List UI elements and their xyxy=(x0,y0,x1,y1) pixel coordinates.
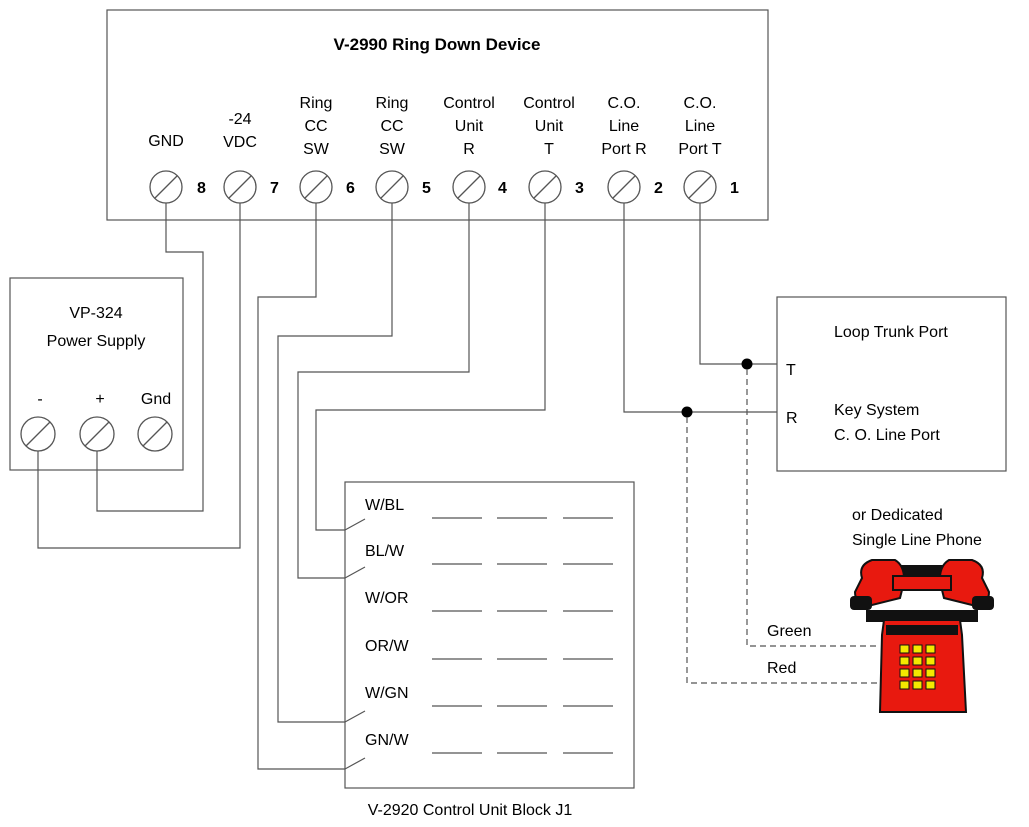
terminal-3-screw xyxy=(528,170,562,204)
red-wire-label: Red xyxy=(767,660,796,677)
terminal-5-screw xyxy=(375,170,409,204)
wire-co-port-t-to-t xyxy=(699,203,777,365)
svg-text:OR/W: OR/W xyxy=(365,638,409,655)
control-block-row-gn-w: GN/W xyxy=(365,732,613,754)
wire-ring-cc-sw-5-to-w-gn xyxy=(277,203,393,723)
wire-control-r-to-bl-w xyxy=(297,203,470,579)
svg-text:CC: CC xyxy=(304,118,327,135)
power-supply-gnd-screw xyxy=(137,416,173,452)
svg-text:SW: SW xyxy=(379,141,406,158)
terminal-4-screw xyxy=(452,170,486,204)
power-supply-title-line1: VP-324 xyxy=(69,305,122,322)
svg-text:R: R xyxy=(463,141,475,158)
wire-tick-bl-w xyxy=(344,566,366,579)
svg-text:C.O.: C.O. xyxy=(608,95,641,112)
wire-tick-gn-w xyxy=(344,757,366,770)
terminal-5-number: 5 xyxy=(422,180,431,197)
device-title: V-2990 Ring Down Device xyxy=(334,35,541,54)
wire-co-port-r-to-r xyxy=(623,203,777,413)
control-block-row-w-gn: W/GN xyxy=(365,685,613,707)
dashed-wire-green xyxy=(746,369,878,647)
terminal-8-screw xyxy=(149,170,183,204)
dashed-wire-red xyxy=(686,417,878,684)
svg-text:W/BL: W/BL xyxy=(365,497,404,514)
wire-control-t-to-w-bl xyxy=(315,203,546,531)
junction-dot-r xyxy=(681,406,693,418)
terminal-7-screw xyxy=(223,170,257,204)
phone-label-line2: Single Line Phone xyxy=(852,532,982,549)
terminal-4-label: Control Unit R xyxy=(443,95,495,158)
terminal-3-label: Control Unit T xyxy=(523,95,575,158)
svg-text:CC: CC xyxy=(380,118,403,135)
power-supply-minus-screw xyxy=(20,416,56,452)
svg-text:Control: Control xyxy=(523,95,575,112)
terminal-8-number: 8 xyxy=(197,180,206,197)
wire-24vdc-to-ps-minus xyxy=(37,203,241,549)
control-block-caption: V-2920 Control Unit Block J1 xyxy=(368,802,573,819)
power-supply-minus-label: - xyxy=(37,391,42,408)
terminal-7-label: -24 VDC xyxy=(223,111,257,151)
wire-gnd-to-ps-plus xyxy=(96,203,204,512)
svg-text:GN/W: GN/W xyxy=(365,732,409,749)
power-supply-title-line2: Power Supply xyxy=(47,333,146,350)
power-supply-plus-label: + xyxy=(95,391,104,408)
control-block-row-bl-w: BL/W xyxy=(365,543,613,565)
svg-text:Line: Line xyxy=(685,118,715,135)
loop-trunk-port-label: Loop Trunk Port xyxy=(834,324,948,341)
terminal-2-screw xyxy=(607,170,641,204)
terminal-4-number: 4 xyxy=(498,180,507,197)
terminal-7-number: 7 xyxy=(270,180,279,197)
svg-text:C.O.: C.O. xyxy=(684,95,717,112)
terminal-2-number: 2 xyxy=(654,180,663,197)
svg-text:-24: -24 xyxy=(228,111,251,128)
svg-text:Unit: Unit xyxy=(455,118,484,135)
key-system-label-line1: Key System xyxy=(834,402,919,419)
key-system-box xyxy=(776,296,1007,472)
svg-text:Ring: Ring xyxy=(376,95,409,112)
terminal-1-screw xyxy=(683,170,717,204)
svg-text:Port T: Port T xyxy=(678,141,722,158)
terminal-8-label: GND xyxy=(148,133,184,150)
svg-text:T: T xyxy=(544,141,554,158)
terminal-1-number: 1 xyxy=(730,180,739,197)
svg-text:Line: Line xyxy=(609,118,639,135)
wire-ring-cc-sw-6-to-gn-w xyxy=(257,203,345,770)
svg-text:W/GN: W/GN xyxy=(365,685,409,702)
svg-text:W/OR: W/OR xyxy=(365,590,409,607)
svg-text:VDC: VDC xyxy=(223,134,257,151)
key-system-label-line2: C. O. Line Port xyxy=(834,427,940,444)
svg-text:GND: GND xyxy=(148,133,184,150)
svg-text:SW: SW xyxy=(303,141,330,158)
control-block-box xyxy=(344,481,635,789)
junction-dot-t xyxy=(741,358,753,370)
terminal-6-screw xyxy=(299,170,333,204)
control-block-row-w-or: W/OR xyxy=(365,590,613,612)
key-system-t-label: T xyxy=(786,362,796,379)
green-wire-label: Green xyxy=(767,623,811,640)
svg-text:Port R: Port R xyxy=(601,141,646,158)
svg-text:Ring: Ring xyxy=(300,95,333,112)
terminal-5-label: Ring CC SW xyxy=(376,95,409,158)
wire-tick-w-gn xyxy=(344,710,366,723)
power-supply-gnd-label: Gnd xyxy=(141,391,171,408)
svg-text:BL/W: BL/W xyxy=(365,543,405,560)
terminal-2-label: C.O. Line Port R xyxy=(601,95,646,158)
svg-text:Unit: Unit xyxy=(535,118,564,135)
control-block-row-w-bl: W/BL xyxy=(365,497,613,519)
terminal-6-number: 6 xyxy=(346,180,355,197)
ring-down-device-box xyxy=(106,9,769,221)
terminal-1-label: C.O. Line Port T xyxy=(678,95,722,158)
terminal-6-label: Ring CC SW xyxy=(300,95,333,158)
control-block-row-or-w: OR/W xyxy=(365,638,613,660)
key-system-r-label: R xyxy=(786,410,798,427)
svg-text:Control: Control xyxy=(443,95,495,112)
terminal-3-number: 3 xyxy=(575,180,584,197)
telephone-icon xyxy=(850,559,994,713)
wire-tick-w-bl xyxy=(344,518,366,531)
phone-label-line1: or Dedicated xyxy=(852,507,943,524)
power-supply-plus-screw xyxy=(79,416,115,452)
